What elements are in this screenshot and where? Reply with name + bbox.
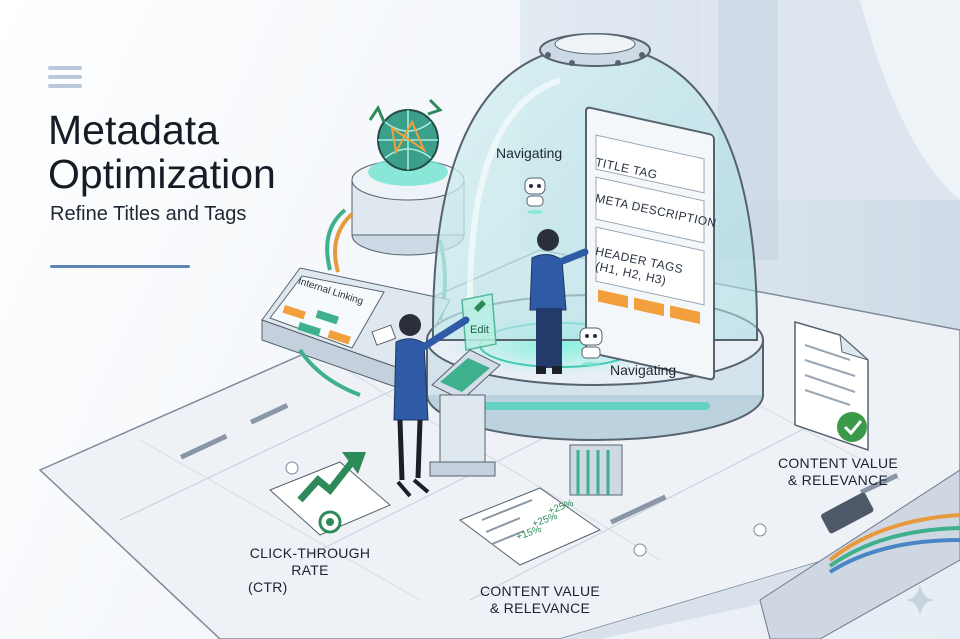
content-value-right-line1: CONTENT VALUE xyxy=(777,455,899,471)
edit-hologram xyxy=(461,293,497,351)
content-value-caption-bottom: CONTENT VALUE & RELEVANCE xyxy=(470,583,610,617)
robot-icon-top xyxy=(524,177,546,214)
page-subtitle: Refine Titles and Tags xyxy=(50,203,247,225)
page-title-line2: Optimization xyxy=(48,151,276,197)
page-title-line1: Metadata xyxy=(48,107,219,153)
ctr-caption: CLICK-THROUGH RATE (CTR) xyxy=(230,545,390,596)
metrics-tile xyxy=(458,487,602,566)
content-value-bottom-line1: CONTENT VALUE xyxy=(479,583,601,599)
menu-icon[interactable] xyxy=(48,66,82,88)
edit-label[interactable]: Edit xyxy=(470,324,489,336)
content-value-bottom-line2: & RELEVANCE xyxy=(489,600,591,616)
seo-screen-panel xyxy=(585,106,715,381)
title-divider xyxy=(50,265,190,268)
content-value-right-line2: & RELEVANCE xyxy=(787,472,889,488)
robot-icon-bottom xyxy=(579,327,603,366)
ctr-tile xyxy=(269,452,391,536)
ctr-caption-line2: (CTR) xyxy=(248,579,288,595)
page-title: Metadata Optimization xyxy=(48,108,276,196)
woman-editing-figure xyxy=(529,229,589,374)
navigating-label-bottom: Navigating xyxy=(610,362,677,378)
woman-pointing-figure xyxy=(371,314,470,498)
sparkle-icon xyxy=(906,584,934,616)
ctr-caption-line1: CLICK-THROUGH RATE xyxy=(249,545,371,578)
document-check-icon xyxy=(794,321,869,452)
navigating-label-top: Navigating xyxy=(496,145,563,161)
content-value-caption-right: CONTENT VALUE & RELEVANCE xyxy=(768,455,908,489)
cable-tray xyxy=(759,469,960,639)
kiosk-terminal xyxy=(429,349,501,477)
